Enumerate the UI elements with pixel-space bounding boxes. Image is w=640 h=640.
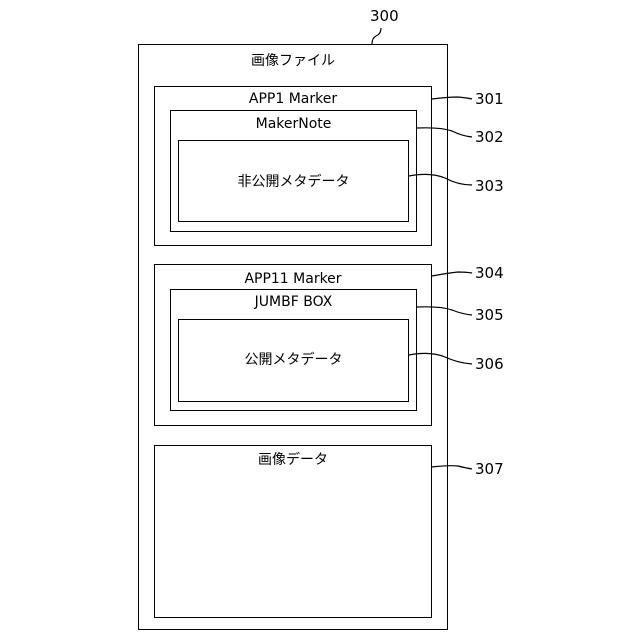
public-metadata-label: 公開メタデータ: [179, 352, 408, 368]
ref-302: 302: [475, 129, 504, 145]
leader-300: [372, 28, 381, 44]
jumbf-label: JUMBF BOX: [171, 294, 416, 310]
image-data-box: 画像データ: [154, 445, 432, 618]
ref-304: 304: [475, 265, 504, 281]
ref-301: 301: [475, 91, 504, 107]
private-metadata-label: 非公開メタデータ: [179, 174, 408, 190]
ref-307: 307: [475, 461, 504, 477]
image-data-label: 画像データ: [155, 452, 431, 468]
ref-303: 303: [475, 178, 504, 194]
app11-marker-label: APP11 Marker: [155, 271, 431, 287]
public-metadata-box: 公開メタデータ: [178, 319, 409, 402]
ref-306: 306: [475, 356, 504, 372]
makernote-label: MakerNote: [171, 116, 416, 132]
image-file-label: 画像ファイル: [139, 53, 447, 69]
private-metadata-box: 非公開メタデータ: [178, 140, 409, 222]
app1-marker-label: APP1 Marker: [155, 91, 431, 107]
ref-300: 300: [370, 8, 399, 24]
ref-305: 305: [475, 307, 504, 323]
